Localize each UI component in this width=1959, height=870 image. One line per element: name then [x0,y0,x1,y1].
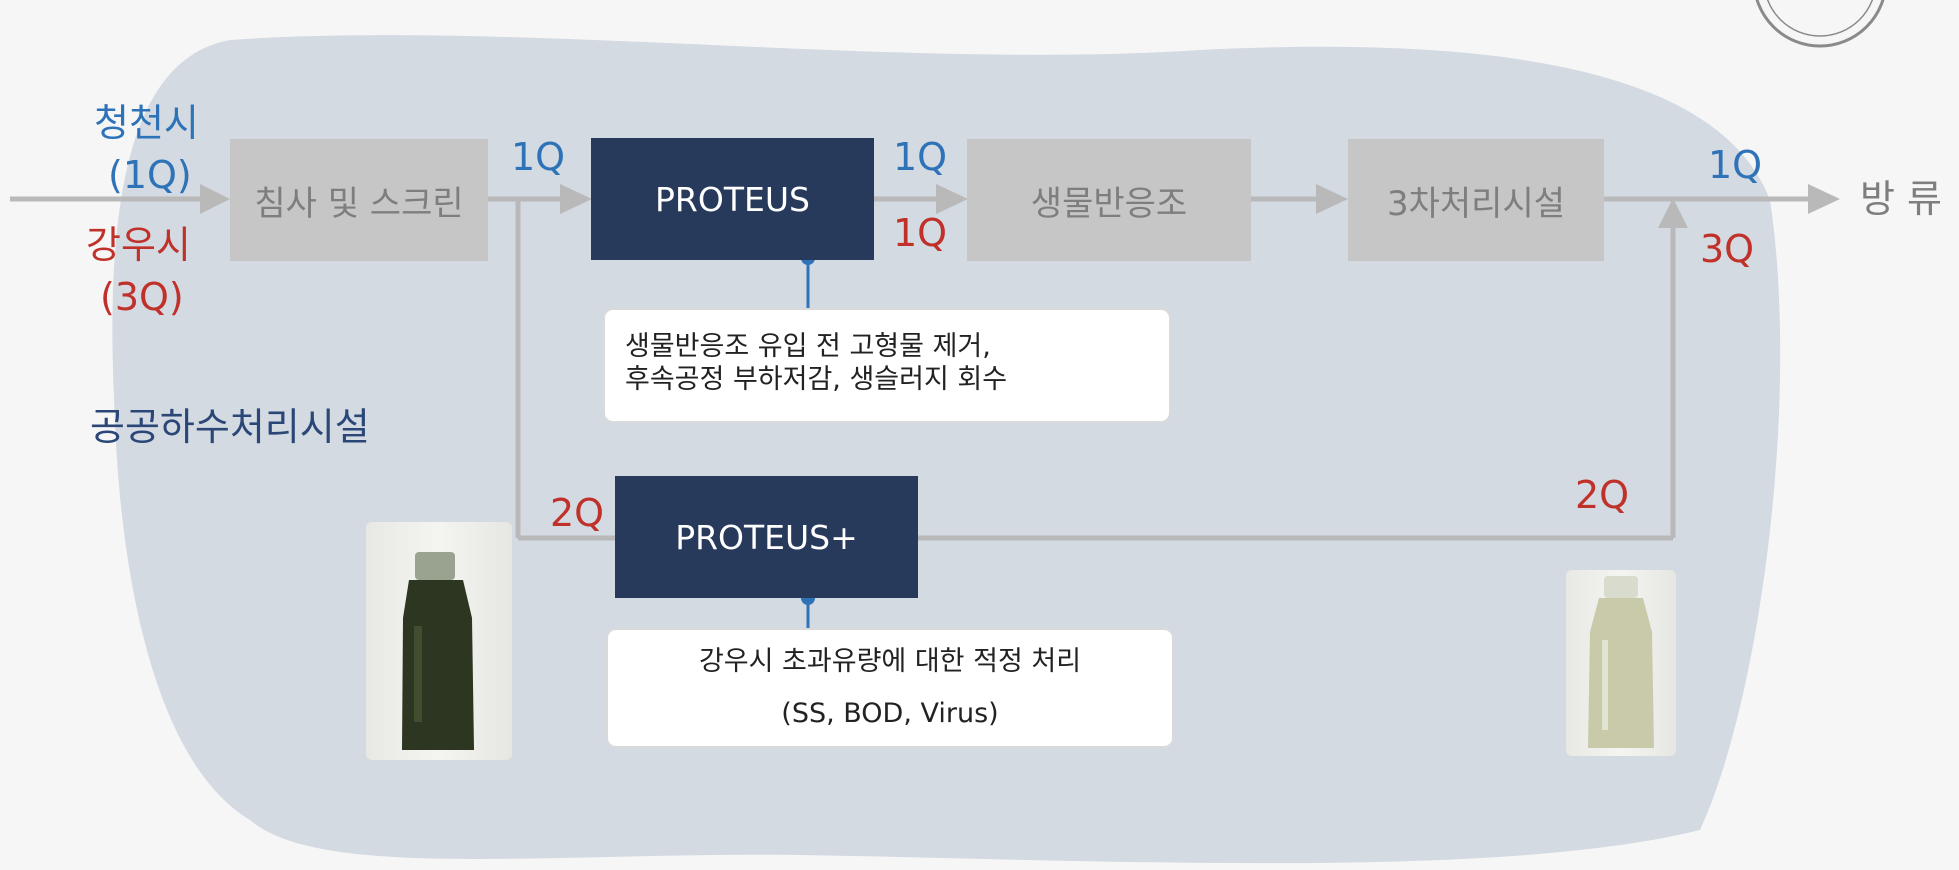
bioreactor-box: 생물반응조 [967,139,1251,261]
screen-box: 침사 및 스크린 [230,139,488,261]
flow-label-final-dry: 1Q [1708,143,1763,187]
facility-title: 공공하수처리시설 [90,405,370,449]
arrow-heads [200,184,1840,228]
proteus-plus-box: PROTEUS+ [615,476,918,598]
seal-stamp [1755,0,1885,48]
tertiary-treatment-box: 3차처리시설 [1348,139,1604,261]
treated-water-bottle-photo [1566,570,1676,756]
proteus-plus-note: 강우시 초과유량에 대한 적정 처리 (SS, BOD, Virus) [606,628,1174,748]
proteus-note-line-1: 생물반응조 유입 전 고형물 제거, [625,331,991,362]
proteus-note-line-2: 후속공정 부하저감, 생슬러지 회수 [625,364,1008,395]
dry-weather-flow-label: (1Q) [108,153,192,197]
wet-weather-flow-label: (3Q) [100,275,184,319]
dry-weather-label: 청천시 [94,101,199,145]
raw-wastewater-bottle-photo [366,522,512,760]
flow-label-after-screen: 1Q [511,135,566,179]
flow-label-bypass-out: 2Q [1575,473,1630,517]
flow-label-bypass-in: 2Q [550,491,605,535]
flow-label-proteus-wet: 1Q [893,211,948,255]
proteus-plus-note-line-1: 강우시 초과유량에 대한 적정 처리 [698,646,1082,677]
flow-label-proteus-dry: 1Q [893,135,948,179]
discharge-label: 방 류 [1860,177,1942,221]
proteus-plus-note-line-2: (SS, BOD, Virus) [781,698,999,729]
flow-label-final-wet: 3Q [1700,227,1755,271]
flow-lines [10,196,1812,541]
proteus-note: 생물반응조 유입 전 고형물 제거, 후속공정 부하저감, 생슬러지 회수 [603,308,1171,423]
wet-weather-label: 강우시 [86,223,191,267]
proteus-box: PROTEUS [591,138,874,260]
